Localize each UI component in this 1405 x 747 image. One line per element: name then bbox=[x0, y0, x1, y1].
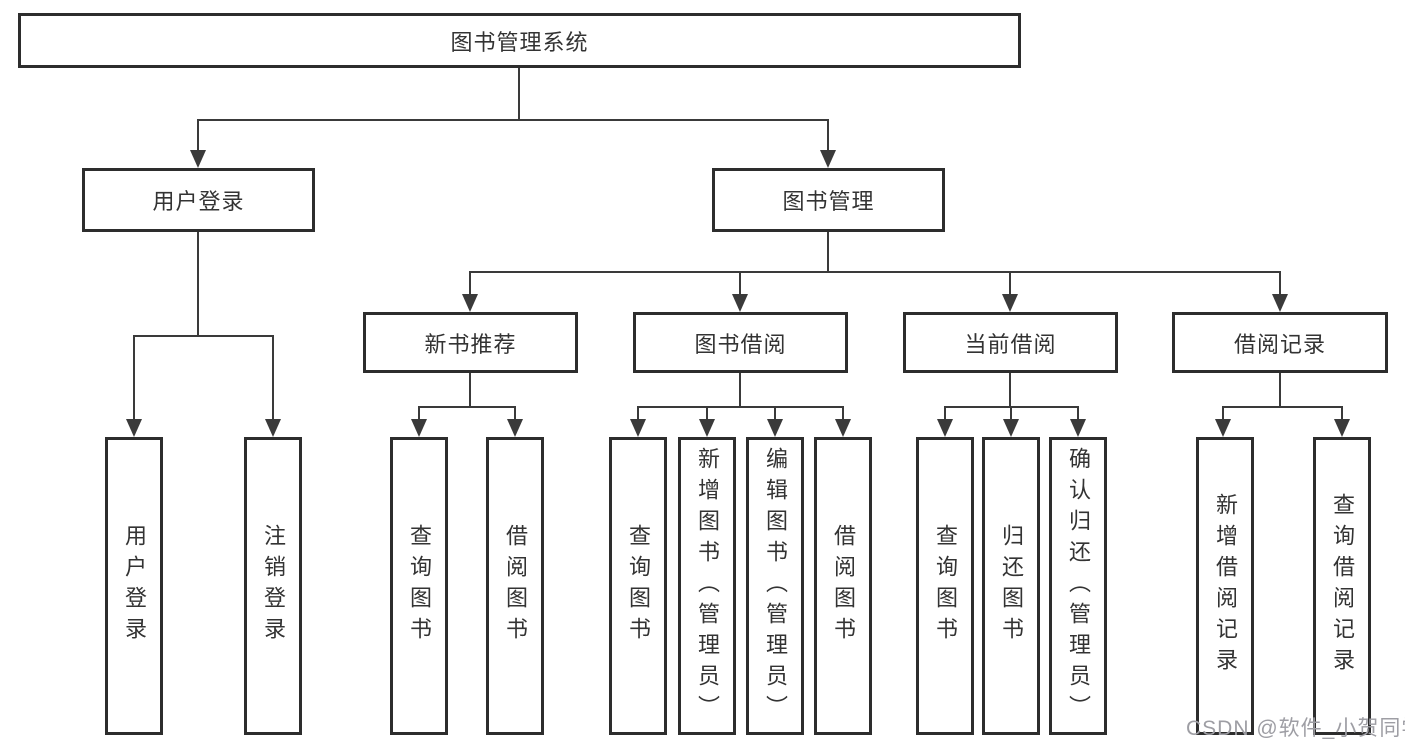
tree-line bbox=[706, 406, 708, 423]
leaf-query-books-borrow: 查询图书 bbox=[609, 437, 667, 735]
leaf-logout: 注销登录 bbox=[244, 437, 302, 735]
watermark: CSDN @软件_小贺同学 bbox=[1186, 717, 1405, 740]
node-book-borrow: 图书借阅 bbox=[633, 312, 848, 373]
leaf-borrow-books: 借阅图书 bbox=[814, 437, 872, 735]
tree-line bbox=[1077, 406, 1079, 423]
node-new-book-recommend: 新书推荐 bbox=[363, 312, 578, 373]
tree-line bbox=[418, 406, 420, 423]
arrow-down-icon bbox=[820, 150, 836, 168]
leaf-query-books-current: 查询图书 bbox=[916, 437, 974, 735]
tree-line bbox=[1279, 373, 1281, 408]
leaf-label: 查询图书 bbox=[626, 524, 651, 648]
arrow-down-icon bbox=[1215, 419, 1231, 437]
tree-line bbox=[739, 373, 741, 408]
tree-line bbox=[1009, 271, 1011, 299]
leaf-borrow-books-recommend: 借阅图书 bbox=[486, 437, 544, 735]
leaf-label: 用户登录 bbox=[122, 524, 147, 648]
tree-line bbox=[1222, 406, 1343, 408]
tree-line bbox=[739, 271, 741, 299]
leaf-label: 编辑图书（管理员） bbox=[763, 446, 788, 726]
leaf-edit-books-admin: 编辑图书（管理员） bbox=[746, 437, 804, 735]
leaf-return-books: 归还图书 bbox=[982, 437, 1040, 735]
arrow-down-icon bbox=[699, 419, 715, 437]
tree-line bbox=[469, 271, 471, 299]
tree-line bbox=[1010, 406, 1012, 423]
leaf-label: 查询借阅记录 bbox=[1330, 493, 1355, 679]
tree-line bbox=[1341, 406, 1343, 423]
leaf-label: 新增图书（管理员） bbox=[695, 446, 720, 726]
arrow-down-icon bbox=[732, 294, 748, 312]
tree-line bbox=[514, 406, 516, 423]
leaf-query-borrow-record: 查询借阅记录 bbox=[1313, 437, 1371, 735]
tree-line bbox=[1279, 271, 1281, 299]
leaf-label: 查询图书 bbox=[933, 524, 958, 648]
leaf-label: 新增借阅记录 bbox=[1213, 493, 1238, 679]
tree-line bbox=[842, 406, 844, 423]
tree-line bbox=[469, 373, 471, 408]
node-user-login: 用户登录 bbox=[82, 168, 315, 232]
leaf-label: 归还图书 bbox=[999, 524, 1024, 648]
tree-line bbox=[827, 119, 829, 155]
leaf-query-books-recommend: 查询图书 bbox=[390, 437, 448, 735]
leaf-confirm-return-admin: 确认归还（管理员） bbox=[1049, 437, 1107, 735]
arrow-down-icon bbox=[411, 419, 427, 437]
tree-line bbox=[1222, 406, 1224, 423]
leaf-user-login: 用户登录 bbox=[105, 437, 163, 735]
arrow-down-icon bbox=[462, 294, 478, 312]
arrow-down-icon bbox=[126, 419, 142, 437]
tree-line bbox=[944, 406, 946, 423]
leaf-label: 注销登录 bbox=[261, 524, 286, 648]
tree-line bbox=[418, 406, 516, 408]
arrow-down-icon bbox=[265, 419, 281, 437]
arrow-down-icon bbox=[1070, 419, 1086, 437]
tree-line bbox=[272, 335, 274, 423]
arrow-down-icon bbox=[767, 419, 783, 437]
arrow-down-icon bbox=[190, 150, 206, 168]
arrow-down-icon bbox=[937, 419, 953, 437]
arrow-down-icon bbox=[1272, 294, 1288, 312]
tree-line bbox=[197, 232, 199, 337]
leaf-label: 借阅图书 bbox=[831, 524, 856, 648]
arrow-down-icon bbox=[630, 419, 646, 437]
leaf-add-books-admin: 新增图书（管理员） bbox=[678, 437, 736, 735]
leaf-label: 确认归还（管理员） bbox=[1066, 446, 1091, 726]
arrow-down-icon bbox=[1003, 419, 1019, 437]
tree-line bbox=[774, 406, 776, 423]
tree-line bbox=[637, 406, 844, 408]
leaf-label: 查询图书 bbox=[407, 524, 432, 648]
node-book-management: 图书管理 bbox=[712, 168, 945, 232]
tree-line bbox=[133, 335, 135, 423]
arrow-down-icon bbox=[1334, 419, 1350, 437]
tree-line bbox=[133, 335, 274, 337]
tree-line bbox=[197, 119, 829, 121]
arrow-down-icon bbox=[507, 419, 523, 437]
leaf-add-borrow-record: 新增借阅记录 bbox=[1196, 437, 1254, 735]
tree-line bbox=[827, 232, 829, 273]
tree-line bbox=[469, 271, 1281, 273]
arrow-down-icon bbox=[835, 419, 851, 437]
tree-line bbox=[1009, 373, 1011, 408]
tree-line bbox=[197, 119, 199, 155]
arrow-down-icon bbox=[1002, 294, 1018, 312]
leaf-label: 借阅图书 bbox=[503, 524, 528, 648]
node-current-borrow: 当前借阅 bbox=[903, 312, 1118, 373]
tree-line bbox=[518, 68, 520, 121]
tree-line bbox=[637, 406, 639, 423]
node-borrow-records: 借阅记录 bbox=[1172, 312, 1388, 373]
node-book-management-system: 图书管理系统 bbox=[18, 13, 1021, 68]
